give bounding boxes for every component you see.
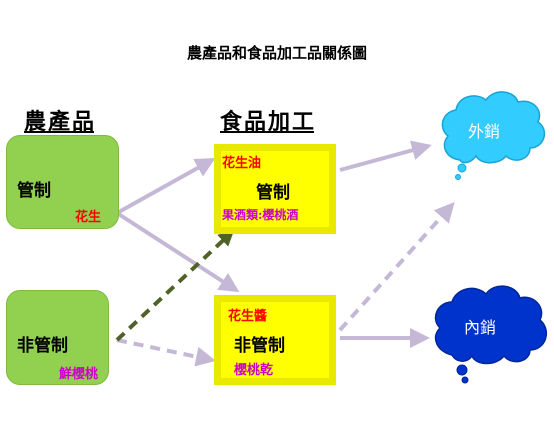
diagram-title: 農產品和食品加工品關係圖 bbox=[186, 44, 367, 62]
arrow-agri-uncontrolled-to-food-controlled bbox=[115, 229, 235, 342]
food-uncontrolled-bottom-example: 櫻桃乾 bbox=[234, 363, 274, 378]
food-uncontrolled-label: 非管制 bbox=[234, 336, 285, 356]
arrow-agri-controlled-to-food-uncontrolled bbox=[115, 211, 240, 293]
arrow-agri-controlled-to-food-controlled bbox=[116, 158, 216, 215]
food-controlled-label: 管制 bbox=[256, 183, 290, 203]
agri-uncontrolled-label: 非管制 bbox=[17, 336, 68, 356]
arrow-food-controlled-to-export bbox=[339, 140, 432, 172]
domestic-cloud bbox=[434, 285, 548, 384]
food-uncontrolled-top-example: 花生醬 bbox=[228, 309, 268, 324]
food-controlled-bottom-example: 果酒類:櫻桃酒 bbox=[222, 208, 299, 222]
header-agri-underline bbox=[24, 131, 94, 133]
export-label: 外銷 bbox=[468, 122, 501, 141]
header-food-underline bbox=[220, 131, 314, 133]
header-agri: 農產品 bbox=[24, 109, 97, 135]
agri-uncontrolled-example: 鮮櫻桃 bbox=[59, 367, 99, 382]
domestic-label: 內銷 bbox=[464, 318, 497, 337]
agri-uncontrolled-box: 非管制 鮮櫻桃 bbox=[6, 290, 109, 385]
food-controlled-box: 花生油 管制 果酒類:櫻桃酒 bbox=[214, 144, 336, 234]
agri-controlled-example: 花生 bbox=[75, 210, 102, 225]
food-controlled-top-example: 花生油 bbox=[222, 156, 262, 171]
arrow-agri-uncontrolled-to-food-uncontrolled bbox=[116, 338, 216, 367]
agri-controlled-label: 管制 bbox=[17, 181, 51, 201]
arrow-food-uncontrolled-to-export bbox=[338, 202, 455, 332]
agri-controlled-box: 管制 花生 bbox=[6, 135, 119, 229]
export-cloud bbox=[441, 91, 546, 180]
header-food: 食品加工 bbox=[220, 109, 317, 135]
food-uncontrolled-box: 花生醬 非管制 櫻桃乾 bbox=[214, 295, 336, 385]
